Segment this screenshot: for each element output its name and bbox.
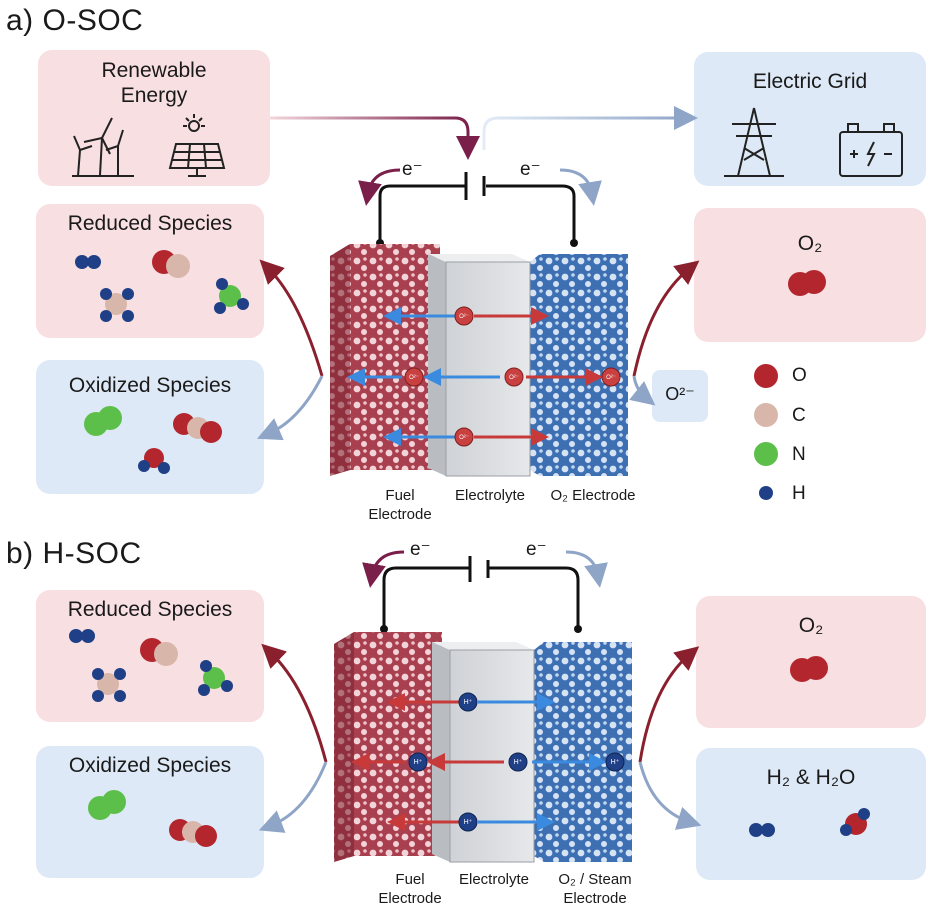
ion-spheres-b (408, 692, 625, 832)
electron-label-right-a: e⁻ (520, 159, 541, 180)
electron-arrow-right-a (559, 168, 602, 206)
o2-label-a: O₂ (797, 232, 823, 255)
oxide-ion-label: O²⁻ (665, 384, 695, 404)
renewable-to-cell-arrow (270, 116, 480, 160)
ion-spheres-a (404, 306, 621, 447)
reduced-species-label-b: Reduced Species (67, 598, 233, 621)
fuel-to-reduced-arrow-b (261, 643, 328, 763)
h2-h2o-label-b: H₂ & H₂O (766, 766, 856, 789)
electron-arrow-left-b (362, 550, 405, 588)
fuel-to-oxidized-arrow-b (258, 761, 328, 833)
legend-label-o: O (792, 365, 807, 386)
ion-arrows-a (347, 307, 603, 446)
ion-text-a4: O²⁻ (459, 435, 469, 441)
fuel-to-reduced-arrow-a (259, 259, 324, 377)
electron-label-left-a: e⁻ (402, 159, 423, 180)
grid-icons (724, 107, 903, 177)
molecule-h2-product-b (749, 823, 775, 837)
molecule-ch4-reduced-b (92, 668, 126, 702)
reduced-species-label-a: Reduced Species (67, 212, 233, 235)
ion-text-b5: H⁺ (611, 759, 620, 766)
solar-panel-icon (168, 114, 226, 177)
o2-electrode-to-o2-arrow-a (632, 260, 700, 377)
fuel-electrode-label-a: Fuel Electrode (368, 487, 432, 523)
molecule-o2-b (790, 656, 828, 682)
electrode-to-h2-arrow-b (638, 761, 702, 830)
molecule-h2-reduced-a (75, 255, 101, 269)
reduced-species-box-a: Reduced Species (36, 204, 264, 338)
legend-sphere-o (754, 364, 778, 388)
fuel-to-oxidized-arrow-a (257, 375, 324, 441)
molecule-o2-a (788, 270, 826, 296)
ion-text-b4: H⁺ (464, 819, 473, 826)
electrolyte-label-b: Electrolyte (458, 871, 530, 888)
ion-text-a5: O²⁻ (606, 375, 616, 381)
molecule-co2-oxidized-b (169, 819, 217, 847)
electron-label-right-b: e⁻ (526, 539, 547, 560)
battery-icon (839, 123, 903, 177)
electric-grid-box: Electric Grid (694, 52, 926, 186)
molecule-co2-oxidized-a (173, 413, 222, 443)
electron-arrow-left-a (358, 168, 401, 206)
cell-a (330, 244, 628, 477)
o2-electrode-label-a: O₂ Electrode (550, 487, 636, 504)
oxidized-species-label-a: Oxidized Species (68, 374, 232, 397)
electron-label-left-b: e⁻ (410, 539, 431, 560)
circuit-b (382, 556, 580, 628)
o2-electrode-to-ion-arrow-a (629, 375, 656, 406)
o2-steam-electrode-label-b: O₂ / Steam Electrode (558, 871, 632, 907)
molecule-n2-oxidized-a (84, 406, 122, 436)
electron-arrow-right-b (565, 550, 608, 588)
oxidized-species-box-b: Oxidized Species (36, 746, 264, 878)
cell-to-grid-arrow (482, 106, 698, 150)
power-tower-icon (724, 107, 784, 177)
legend-label-h: H (792, 483, 806, 504)
ion-text-b1: H⁺ (464, 699, 473, 706)
molecule-ch4-reduced-a (100, 288, 134, 322)
molecule-h2-reduced-b (69, 629, 95, 643)
section-a-title: a) O-SOC (6, 4, 144, 37)
electric-grid-label: Electric Grid (752, 70, 868, 93)
legend-sphere-c (754, 403, 778, 427)
molecule-n2-oxidized-b (88, 790, 126, 820)
fuel-electrode-label-b: Fuel Electrode (378, 871, 442, 907)
electrode-to-o2-arrow-b (638, 646, 700, 763)
molecule-h2o-oxidized-a (138, 448, 170, 474)
ion-text-a2: O²⁻ (509, 375, 519, 381)
ion-text-b2: H⁺ (514, 759, 523, 766)
electrolyte-label-a: Electrolyte (454, 487, 526, 504)
section-b-title: b) H-SOC (6, 537, 142, 570)
ion-text-a3: O²⁻ (409, 375, 419, 381)
o2-label-b: O₂ (798, 614, 824, 637)
ion-text-a1: O²⁻ (459, 314, 469, 320)
molecule-h2o-product-b (840, 808, 870, 836)
legend-label-c: C (792, 405, 806, 426)
renewable-energy-box: Renewable Energy (38, 50, 270, 186)
ion-text-b3: H⁺ (414, 759, 423, 766)
molecule-nh3-reduced-a (214, 278, 249, 314)
renewable-icons (72, 114, 226, 177)
wind-turbine-icon (72, 117, 134, 177)
legend-label-n: N (792, 444, 806, 465)
h2-h2o-box-b: H₂ & H₂O (696, 748, 926, 880)
oxide-ion-box: O²⁻ (652, 370, 708, 422)
molecule-co-reduced-b (140, 638, 178, 666)
cell-b (334, 632, 632, 863)
legend-sphere-n (754, 442, 778, 466)
circuit-a (378, 172, 576, 242)
renewable-energy-label: Renewable Energy (101, 59, 207, 107)
molecule-nh3-reduced-b (198, 660, 233, 696)
legend-sphere-h (759, 486, 773, 500)
ion-arrows-b (351, 693, 607, 831)
oxidized-species-box-a: Oxidized Species (36, 360, 264, 494)
oxidized-species-label-b: Oxidized Species (68, 754, 232, 777)
molecule-co-reduced-a (152, 250, 190, 278)
